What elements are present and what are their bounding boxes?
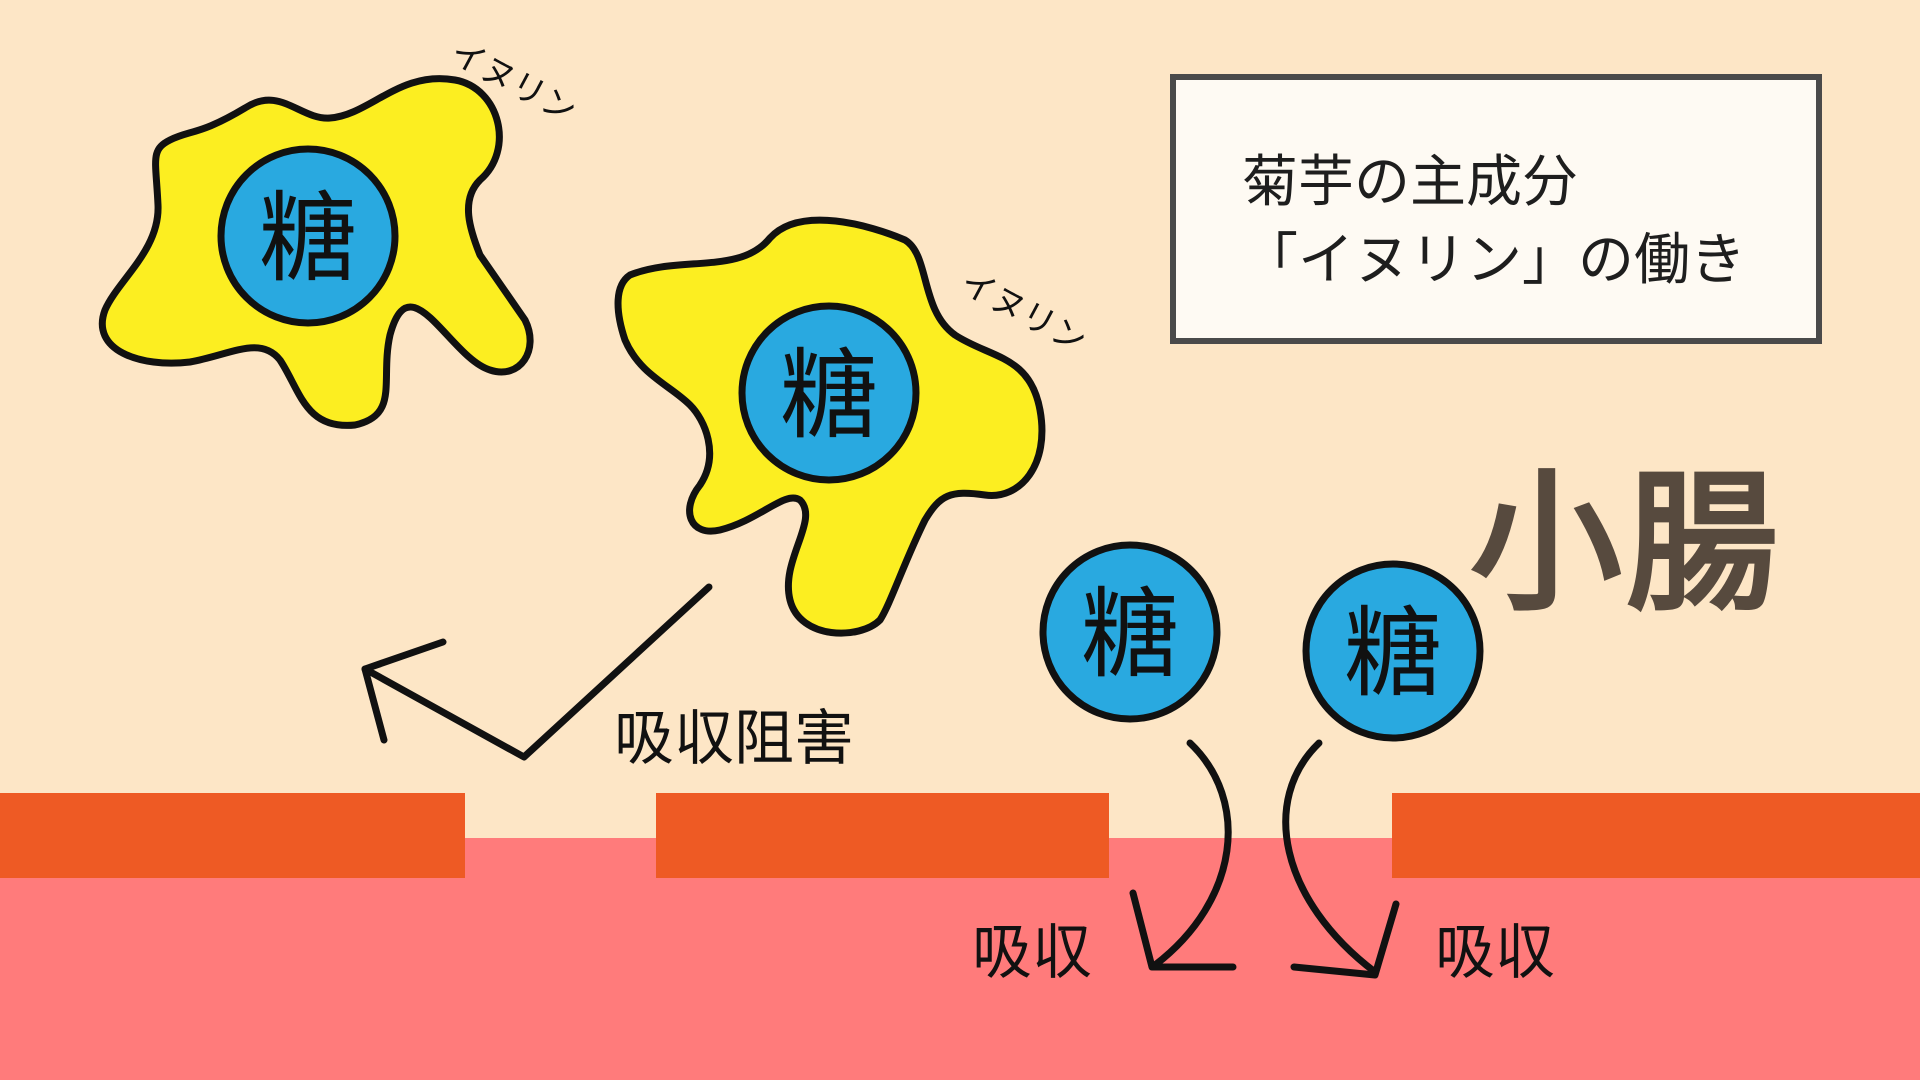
free-sugar-2: 糖: [1302, 560, 1484, 742]
sugar-label-1: 糖: [259, 182, 357, 296]
sugar-circle-4: [1302, 560, 1484, 742]
blocked-arrow: [361, 583, 713, 761]
absorption-label-left: 吸収: [972, 918, 1092, 988]
absorption-arrow-left-path: [1151, 739, 1232, 969]
sugar-label-3: 糖: [1081, 578, 1179, 692]
intestinal-wall-segment-2: [656, 793, 1109, 878]
intestinal-wall-segment-3: [1392, 793, 1920, 878]
sugar-label-2: 糖: [780, 339, 878, 453]
sugar-label-4: 糖: [1344, 597, 1442, 711]
sugar-circle-3: [1039, 541, 1221, 723]
inulin-molecule-2: 糖 イヌリン: [614, 216, 1093, 637]
blocked-arrow-path: [361, 583, 713, 761]
organ-label: 小腸: [1470, 455, 1782, 632]
blocked-arrow-head: [361, 638, 447, 744]
absorption-blocked-label: 吸収阻害: [614, 704, 854, 774]
title-line-1: 菊芋の主成分: [1242, 150, 1578, 215]
sugar-circle-2: [738, 302, 920, 484]
absorption-arrow-right-path: [1282, 739, 1379, 976]
title-box: 菊芋の主成分 「イヌリン」の働き: [1170, 74, 1822, 344]
absorption-label-right: 吸収: [1435, 918, 1555, 988]
intestinal-tissue: [0, 838, 1920, 1080]
sugar-circle-1: [217, 145, 399, 327]
absorption-arrow-left: [1129, 739, 1237, 971]
absorption-arrow-right-head: [1290, 900, 1400, 979]
inulin-molecule-1: 糖 イヌリン: [98, 33, 583, 429]
intestinal-wall-segment-1: [0, 793, 465, 878]
free-sugar-1: 糖: [1039, 541, 1221, 723]
absorption-arrow-right: [1282, 739, 1400, 979]
absorption-arrow-left-head: [1129, 889, 1237, 971]
title-line-2: 「イヌリン」の働き: [1242, 228, 1746, 293]
